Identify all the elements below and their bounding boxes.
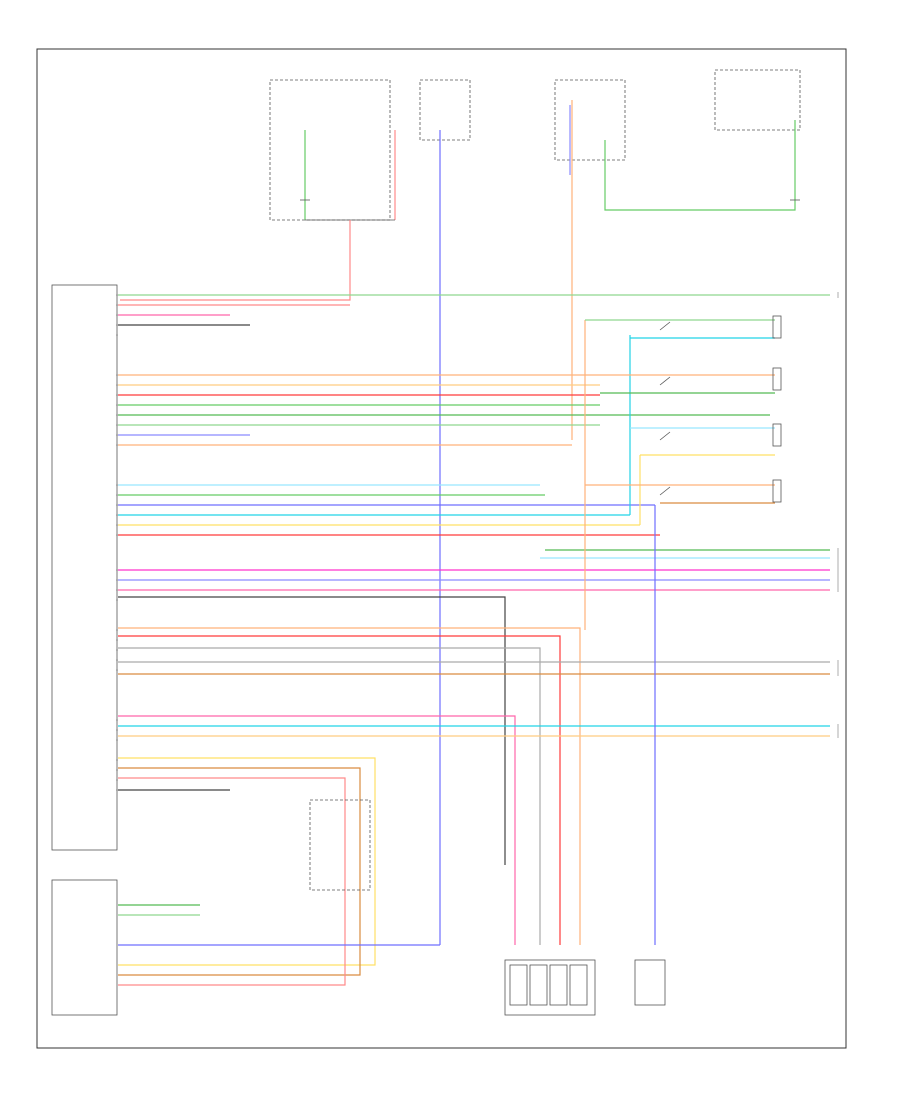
- top-right-green-wire: [604, 120, 796, 211]
- pin-dot: [116, 444, 118, 446]
- switch-lr: [659, 431, 671, 441]
- pin-dot: [116, 514, 118, 516]
- pin-dot: [116, 569, 118, 571]
- pin-dot: [116, 659, 118, 661]
- bottom-connectors: [504, 959, 666, 1016]
- diagram-frame: [36, 48, 847, 1049]
- top-right-switch-group: [604, 69, 801, 211]
- wire-orange-down: [118, 627, 581, 945]
- pin-dot: [116, 579, 118, 581]
- pin-dot: [116, 394, 118, 396]
- pin-dot: [116, 759, 118, 761]
- radio-harness-wires: [118, 294, 830, 986]
- bottom-connector-a-pin: [569, 964, 588, 1006]
- pin-dot: [116, 314, 118, 316]
- pin-dot: [116, 649, 118, 651]
- pin-dot: [116, 414, 118, 416]
- radio-module: [51, 284, 118, 851]
- pin-dot: [116, 334, 118, 336]
- wire-pink-loop: [118, 777, 346, 986]
- pin-dot: [116, 434, 118, 436]
- wire-black-down: [118, 596, 506, 865]
- fuse-box-right: [419, 79, 471, 141]
- top-relay-box: [554, 79, 626, 161]
- bottom-connector-a: [504, 959, 596, 1016]
- wire-brown-loop: [118, 767, 361, 976]
- pin-dot: [116, 534, 118, 536]
- pin-dot: [116, 524, 118, 526]
- pin-dot: [116, 769, 118, 771]
- pin-dot: [116, 729, 118, 731]
- switch-rr: [659, 486, 671, 496]
- radio-pin-column: [116, 294, 118, 791]
- switch-rf: [659, 376, 671, 386]
- wire-yellow-loop: [118, 757, 376, 966]
- lf-speaker: [772, 315, 782, 339]
- pin-dot: [116, 374, 118, 376]
- pin-dot: [116, 494, 118, 496]
- pin-dot: [116, 484, 118, 486]
- pin-dot: [116, 324, 118, 326]
- lr-speaker: [772, 423, 782, 447]
- pin-dot: [116, 779, 118, 781]
- wire-red-down: [118, 635, 561, 945]
- pin-dot: [116, 294, 118, 296]
- wire-pink-down: [118, 715, 516, 945]
- switch-lf: [659, 321, 671, 331]
- pin-dot: [116, 719, 118, 721]
- wire-gray-down: [118, 647, 541, 945]
- fuse-box-left: [269, 79, 391, 221]
- pin-dot: [116, 629, 118, 631]
- pin-dot: [116, 404, 118, 406]
- pin-dot: [116, 639, 118, 641]
- pin-dot: [116, 424, 118, 426]
- control-module: [51, 879, 118, 1016]
- speaker-group: [585, 315, 782, 504]
- bottom-connector-a-pin: [509, 964, 528, 1006]
- fuse-panel-group: [120, 79, 471, 945]
- pin-dot: [116, 789, 118, 791]
- top-right-switch-box: [714, 69, 801, 131]
- top-relay-group: [554, 79, 626, 440]
- rr-speaker: [772, 479, 782, 503]
- fuse-feed-wire: [120, 220, 351, 301]
- pin-dot: [116, 384, 118, 386]
- pin-dot: [116, 669, 118, 671]
- pin-dot: [116, 304, 118, 306]
- bottom-connector-a-pin: [549, 964, 568, 1006]
- rf-speaker: [772, 367, 782, 391]
- pin-dot: [116, 599, 118, 601]
- small-module: [309, 799, 371, 891]
- pin-dot: [116, 739, 118, 741]
- pin-dot: [116, 504, 118, 506]
- control-module-wires: [118, 904, 440, 946]
- pin-dot: [116, 589, 118, 591]
- bottom-connector-b: [634, 959, 666, 1006]
- bottom-connector-a-pin: [529, 964, 548, 1006]
